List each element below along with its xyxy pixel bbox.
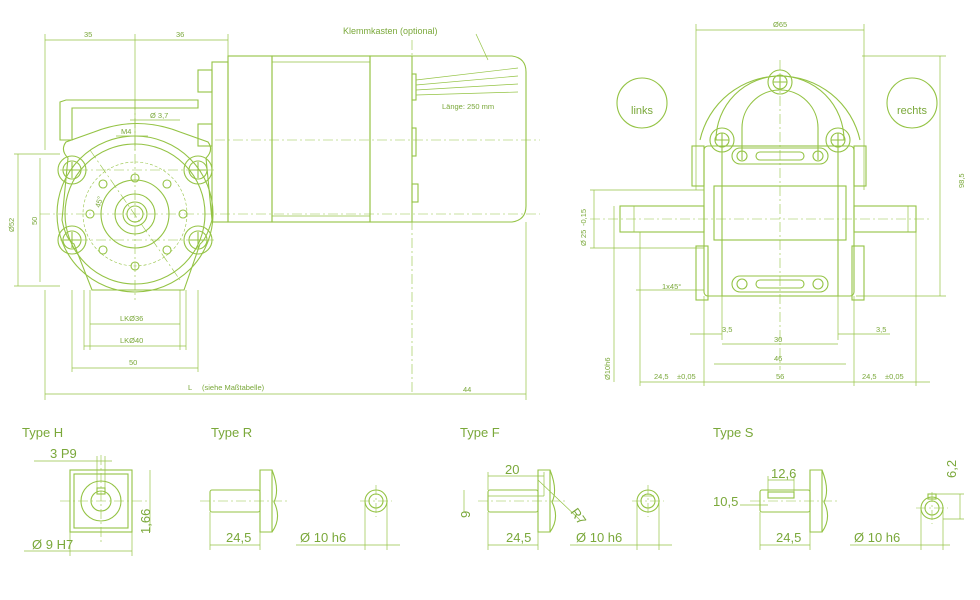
dim-35-label: 35 bbox=[84, 30, 92, 39]
type-f-v9: 9 bbox=[458, 511, 473, 518]
tol-l-label: ±0,05 bbox=[677, 372, 696, 381]
type-h-v: 1,66 bbox=[138, 509, 153, 534]
dim-30-label: 30 bbox=[774, 335, 782, 344]
links-circle bbox=[616, 77, 668, 129]
dim-98-5-label: 98,5 bbox=[957, 173, 966, 188]
dia-3-7-label: Ø 3,7 bbox=[150, 111, 168, 120]
lk36-label: LKØ36 bbox=[120, 314, 143, 323]
type-r-dia: Ø 10 h6 bbox=[300, 530, 346, 545]
chamfer-label: 1x45° bbox=[662, 282, 681, 291]
tol-r-label: ±0,05 bbox=[885, 372, 904, 381]
type-s-dia: Ø 10 h6 bbox=[854, 530, 900, 545]
type-h-p9: 3 P9 bbox=[50, 446, 77, 461]
dia-65-label: Ø65 bbox=[773, 20, 787, 29]
type-f-r7: R7 bbox=[568, 505, 590, 527]
type-r-title: Type R bbox=[211, 425, 252, 440]
dim-46-label: 46 bbox=[774, 354, 782, 363]
type-h-detail: Type H 3 P9 Ø 9 H7 1,66 bbox=[22, 425, 153, 556]
type-f-w20: 20 bbox=[505, 462, 519, 477]
dim-56-label: 56 bbox=[776, 372, 784, 381]
type-f-dia: Ø 10 h6 bbox=[576, 530, 622, 545]
type-s-w12-6: 12,6 bbox=[771, 466, 796, 481]
dim-24-5-r-label: 24,5 bbox=[862, 372, 877, 381]
type-r-len: 24,5 bbox=[226, 530, 251, 545]
type-r-detail: Type R 24,5 Ø 10 h6 bbox=[200, 425, 400, 550]
type-s-title: Type S bbox=[713, 425, 754, 440]
siehe-label: (siehe Maßtabelle) bbox=[202, 383, 265, 392]
dia-52-label: Ø52 bbox=[7, 218, 16, 232]
type-f-len: 24,5 bbox=[506, 530, 531, 545]
type-s-w10-5: 10,5 bbox=[713, 494, 738, 509]
links-label: links bbox=[631, 105, 654, 117]
dim-50h-label: 50 bbox=[129, 358, 137, 367]
side-view: Ø65 links rechts bbox=[579, 20, 966, 386]
m4-label: M4 bbox=[121, 127, 131, 136]
dia-10h6-label: Ø10h6 bbox=[603, 357, 612, 380]
type-h-h7: Ø 9 H7 bbox=[32, 537, 73, 552]
L-label: L bbox=[188, 383, 192, 392]
rechts-circle bbox=[886, 77, 938, 129]
type-s-v6-2: 6,2 bbox=[944, 460, 959, 478]
dim-44-label: 44 bbox=[463, 385, 471, 394]
lk40-label: LKØ40 bbox=[120, 336, 143, 345]
type-s-detail: Type S 12,6 10,5 24,5 6,2 Ø 10 h6 bbox=[713, 425, 964, 550]
rechts-label: rechts bbox=[897, 105, 927, 117]
klemmkasten-label: Klemmkasten (optional) bbox=[343, 26, 438, 36]
tol-25-label: -0,15 bbox=[579, 209, 588, 226]
dim-36-label: 36 bbox=[176, 30, 184, 39]
front-view: 35 36 Länge: 250 mm Klemmkasten (optiona… bbox=[7, 26, 540, 400]
type-f-title: Type F bbox=[460, 425, 500, 440]
type-f-detail: Type F 20 R7 9 24,5 Ø 10 h6 bbox=[458, 425, 672, 550]
dim-50v-label: 50 bbox=[30, 217, 39, 225]
dim-3-5-r-label: 3,5 bbox=[876, 325, 886, 334]
laenge-label: Länge: 250 mm bbox=[442, 102, 494, 111]
angle-45-label: 45° bbox=[93, 195, 105, 208]
dia-25-label: Ø 25 bbox=[579, 230, 588, 246]
dim-24-5-l-label: 24,5 bbox=[654, 372, 669, 381]
dim-3-5-l-label: 3,5 bbox=[722, 325, 732, 334]
type-s-len: 24,5 bbox=[776, 530, 801, 545]
type-h-title: Type H bbox=[22, 425, 63, 440]
